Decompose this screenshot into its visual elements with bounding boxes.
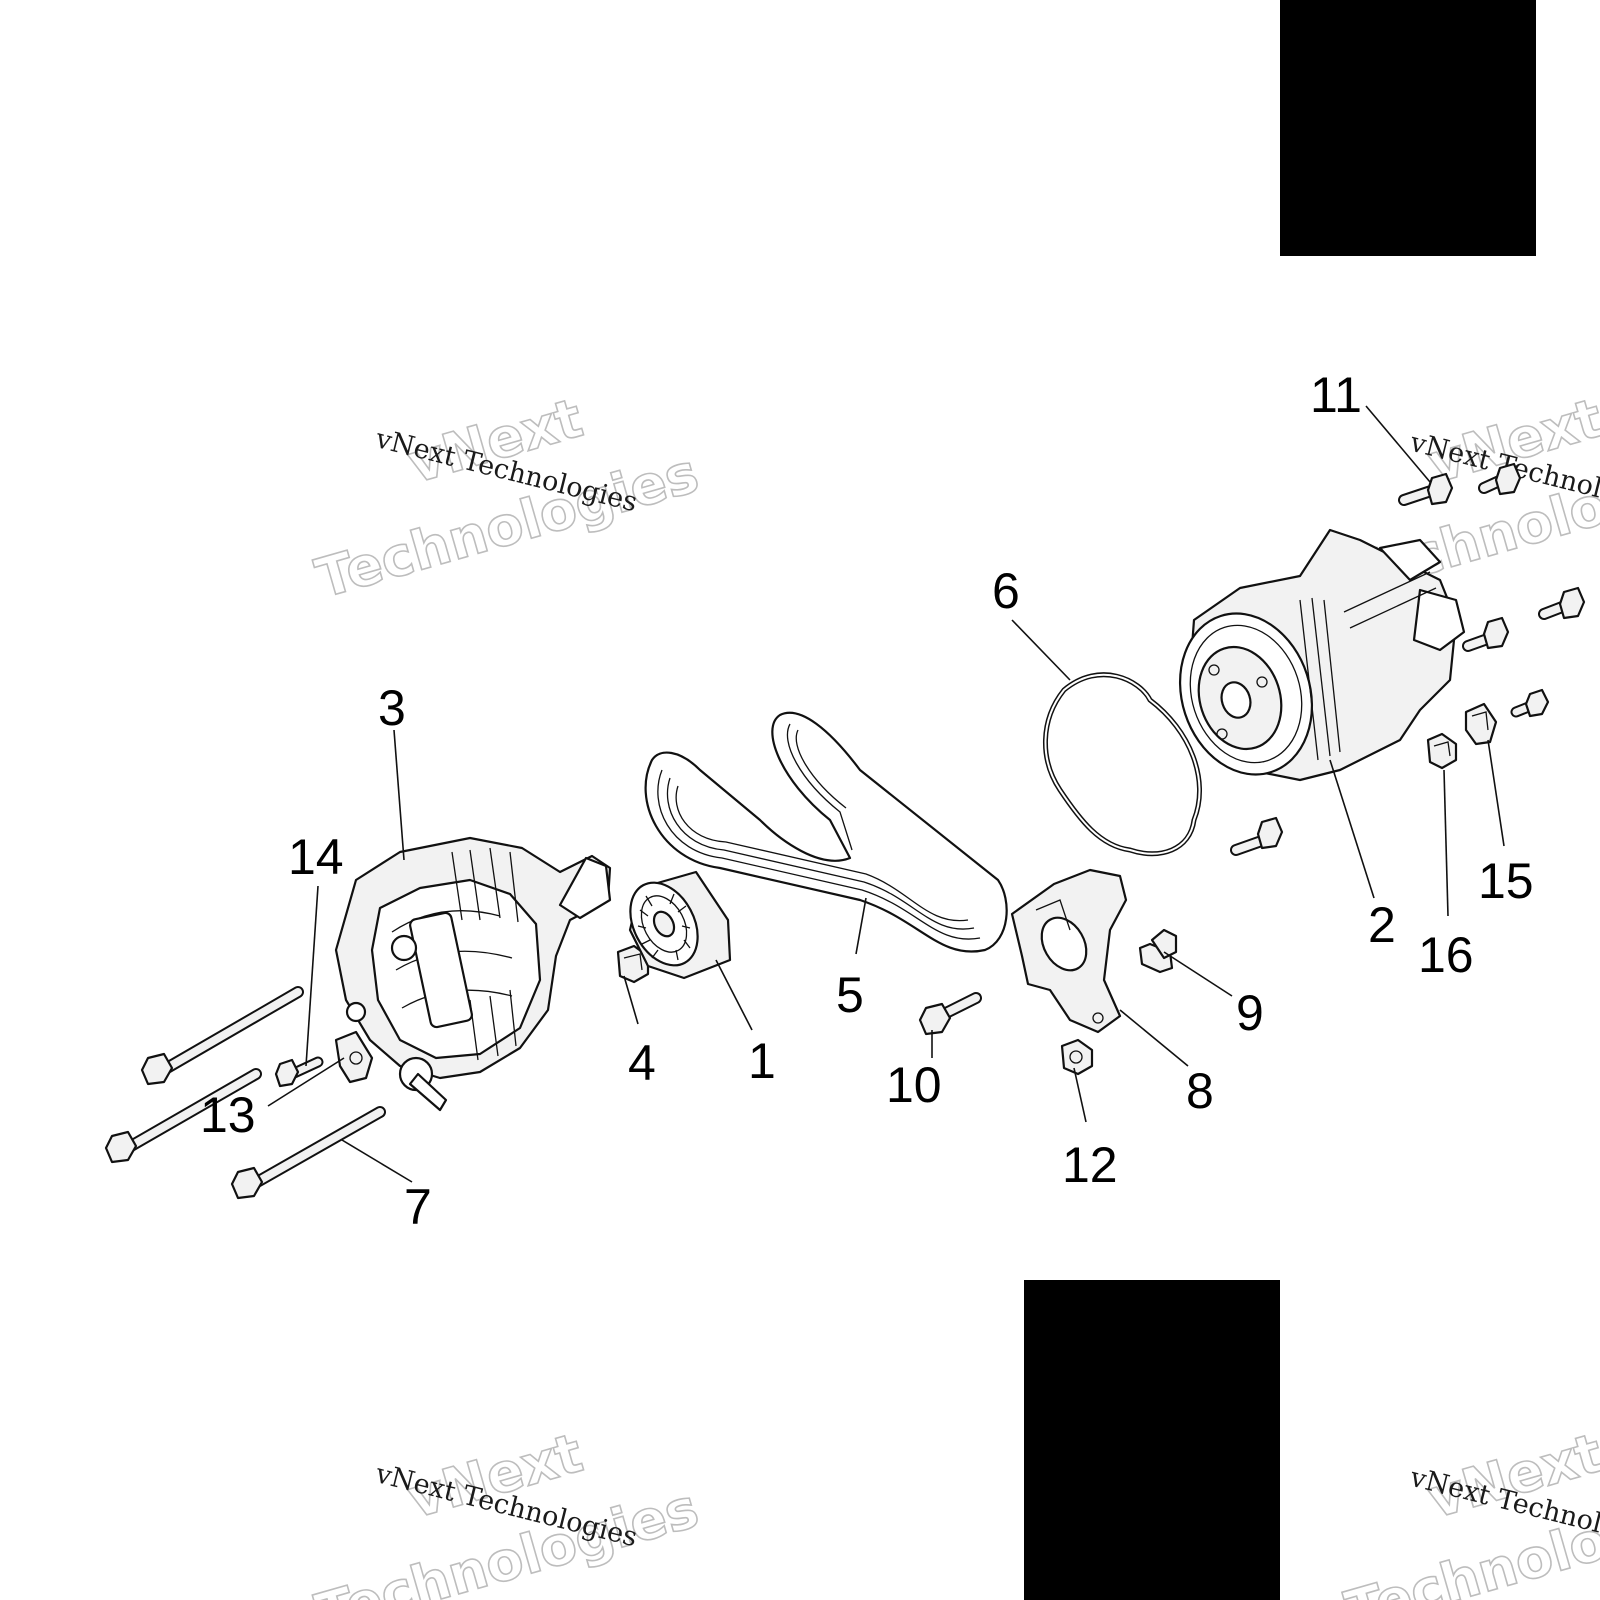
callout-10: 10 xyxy=(886,1057,942,1113)
bolt-part-10 xyxy=(918,992,982,1036)
gasket-ring-part-6 xyxy=(1043,672,1203,857)
alternator-part-3 xyxy=(334,836,612,1112)
callout-7: 7 xyxy=(404,1179,432,1235)
callout-numbers: 3 14 13 7 4 1 5 6 10 8 12 9 11 2 15 16 xyxy=(200,367,1534,1235)
callout-4: 4 xyxy=(628,1035,656,1091)
nut-part-16 xyxy=(1426,732,1458,770)
leader-lines xyxy=(267,405,1505,1183)
nut-part-12 xyxy=(1060,1038,1094,1076)
serpentine-belt-part-5 xyxy=(644,711,1008,953)
bracket-clip-part-13 xyxy=(334,1030,374,1084)
idler-pulley-part-1 xyxy=(628,870,732,980)
redaction-block-bottom xyxy=(1024,1280,1280,1600)
callout-5: 5 xyxy=(836,967,864,1023)
long-bolts-part-7 xyxy=(104,986,386,1200)
callout-12: 12 xyxy=(1062,1137,1118,1193)
ac-compressor-part-2 xyxy=(1178,528,1466,782)
callout-16: 16 xyxy=(1418,927,1474,983)
callout-8: 8 xyxy=(1186,1063,1214,1119)
watermark-top-left: vNext Technologies xyxy=(308,385,706,611)
compressor-bolts-part-11 xyxy=(1230,462,1586,856)
bolt-part-9 xyxy=(1138,928,1178,974)
callout-2: 2 xyxy=(1368,897,1396,953)
callout-3: 3 xyxy=(378,680,406,736)
callout-6: 6 xyxy=(992,563,1020,619)
mounting-bracket-part-8 xyxy=(1010,868,1128,1034)
callout-13: 13 xyxy=(200,1087,256,1143)
callout-11: 11 xyxy=(1310,367,1362,423)
callout-1: 1 xyxy=(748,1033,776,1089)
redaction-block-top-right xyxy=(1280,0,1536,256)
callout-15: 15 xyxy=(1478,853,1534,909)
callout-9: 9 xyxy=(1236,985,1264,1041)
small-bolt-part-14 xyxy=(274,1056,324,1088)
clip-part-15 xyxy=(1464,702,1498,746)
callout-14: 14 xyxy=(288,829,344,885)
nut-part-4 xyxy=(616,944,650,984)
